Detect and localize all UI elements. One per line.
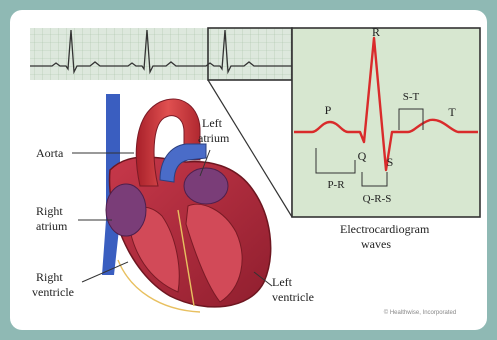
label-right-atrium-line1: Right	[36, 204, 63, 218]
ecg-caption-line1: Electrocardiogram	[340, 222, 430, 236]
label-p: P	[325, 103, 332, 117]
right-atrium-shape	[106, 184, 146, 236]
label-left-ventricle-line1: Left	[272, 275, 293, 289]
label-left-atrium-line2: atrium	[198, 131, 230, 145]
label-q: Q	[358, 149, 367, 163]
label-r: R	[372, 25, 380, 39]
credit-text: © Healthwise, Incorporated	[384, 309, 456, 316]
ecg-strip	[30, 28, 292, 80]
label-qrs: Q-R-S	[363, 193, 392, 205]
left-atrium-shape	[184, 168, 228, 204]
label-pr: P-R	[327, 179, 345, 191]
label-right-atrium-line2: atrium	[36, 219, 68, 233]
label-t: T	[448, 105, 456, 119]
label-left-atrium-line1: Left	[202, 116, 223, 130]
ecg-zoom-panel: R P Q S T S-T P-R Q-R-S	[292, 25, 480, 217]
label-st: S-T	[403, 91, 420, 103]
ecg-caption-line2: waves	[361, 237, 391, 251]
label-right-ventricle-line2: ventricle	[32, 285, 74, 299]
ecg-zoom-background	[292, 28, 480, 217]
diagram-canvas: R P Q S T S-T P-R Q-R-S Electrocardiogra…	[10, 10, 487, 330]
heart-illustration	[102, 94, 271, 312]
label-left-ventricle-line2: ventricle	[272, 290, 314, 304]
figure-card: R P Q S T S-T P-R Q-R-S Electrocardiogra…	[10, 10, 487, 330]
label-aorta: Aorta	[36, 146, 64, 160]
label-right-ventricle-line1: Right	[36, 270, 63, 284]
label-s: S	[387, 155, 394, 169]
